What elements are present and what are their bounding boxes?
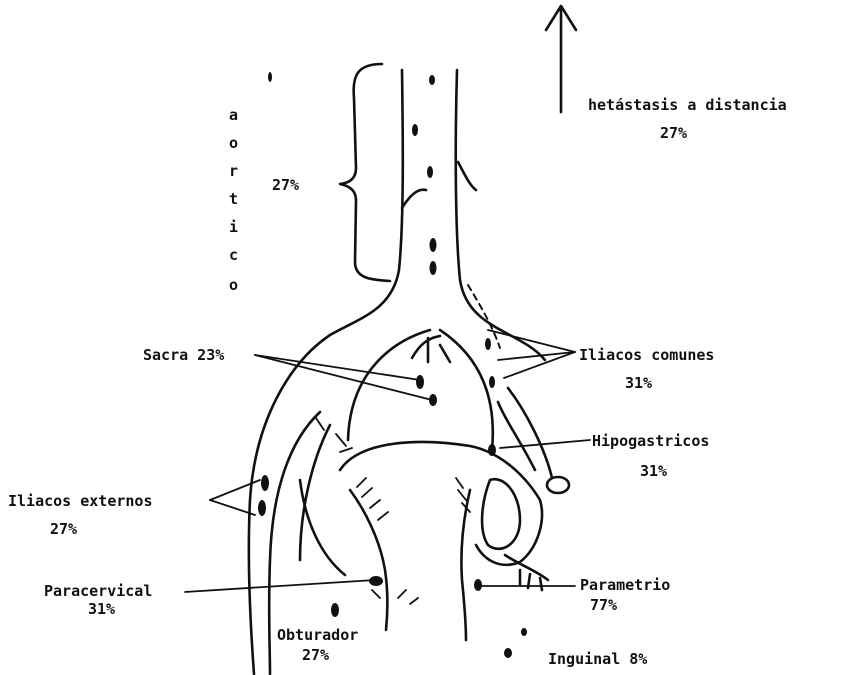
hipogastricos-label: Hipogastricos [592, 432, 709, 450]
aortic-letter: o [229, 134, 238, 152]
dashed-vessel [468, 285, 500, 348]
uterus-neck-right [461, 490, 470, 640]
vessel-end-cap [547, 477, 569, 493]
iliacos-externos-percent: 27% [50, 520, 77, 538]
node [429, 394, 437, 406]
leader-paracervical [185, 580, 375, 592]
aortic-letter: a [229, 106, 238, 124]
bifurcation-mark [412, 336, 450, 362]
node [261, 475, 269, 491]
node [429, 75, 435, 85]
node [488, 444, 496, 456]
fringe-left [357, 478, 388, 520]
node [474, 579, 482, 591]
node [416, 375, 424, 389]
tube-fringe [505, 555, 548, 590]
paracervical-label: Paracervical [44, 582, 152, 600]
parametrio-label: Parametrio [580, 576, 670, 594]
node [504, 648, 512, 658]
parametrio-percent: 77% [590, 596, 617, 614]
metastasis-percent: 27% [660, 124, 687, 142]
leader-externos-2 [210, 500, 255, 515]
leader-hipog [500, 440, 590, 448]
paracervical-percent: 31% [88, 600, 115, 618]
node [521, 628, 527, 636]
metastasis-label: hetástasis a distancia [588, 96, 787, 114]
aortic-letter: r [229, 162, 238, 180]
ovary-loop [482, 479, 520, 549]
node [485, 338, 491, 350]
inguinal-label: Inguinal 8% [548, 650, 647, 668]
obturador-percent: 27% [302, 646, 329, 664]
node [268, 72, 272, 82]
aortic-letter: i [229, 218, 238, 236]
node [412, 124, 418, 136]
node [369, 576, 383, 586]
aorta-inner-mark-left [402, 190, 426, 208]
uterus-neck-left [350, 490, 387, 630]
right-common-iliac [440, 330, 493, 450]
node [430, 261, 437, 275]
external-iliac-inner-2 [300, 425, 330, 560]
aortic-letter: o [229, 276, 238, 294]
node [430, 238, 437, 252]
hipogastricos-percent: 31% [640, 462, 667, 480]
aortic-percent: 27% [272, 176, 299, 194]
aorta-inner-mark-right [458, 162, 476, 190]
leader-externos-1 [210, 480, 260, 500]
node [427, 166, 433, 178]
obturador-label: Obturador [277, 626, 358, 644]
node [331, 603, 339, 617]
aorta-right-wall [456, 70, 545, 360]
iliacos-externos-label: Iliacos externos [8, 492, 153, 510]
tick-marks-center [372, 590, 418, 604]
aortic-letter: c [229, 246, 238, 264]
aortic-brace [340, 64, 390, 281]
arrow-up-icon [546, 6, 576, 112]
uterus-outline [340, 442, 542, 565]
aortic-letter: t [229, 190, 238, 208]
node [258, 500, 266, 516]
sacra-label: Sacra 23% [143, 346, 224, 364]
node [489, 376, 495, 388]
iliacos-comunes-percent: 31% [625, 374, 652, 392]
iliacos-comunes-label: Iliacos comunes [579, 346, 714, 364]
